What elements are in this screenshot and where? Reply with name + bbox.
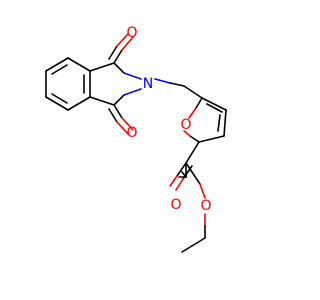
atom-label-o-ester-carbonyl: O	[170, 197, 181, 213]
bond	[116, 121, 129, 135]
bond	[169, 175, 178, 187]
bond	[182, 165, 193, 180]
bond	[199, 183, 206, 199]
bond-inner	[51, 64, 68, 75]
bond	[189, 135, 200, 143]
bond	[154, 78, 171, 84]
bond	[188, 107, 197, 119]
bond	[169, 82, 185, 87]
molecule-structure: O N O O O O	[45, 25, 227, 253]
bond	[183, 85, 203, 99]
bond-inner	[51, 93, 68, 104]
atom-labels: O N O O O O	[126, 25, 211, 214]
atom-label-o-ester: O	[200, 198, 211, 214]
bond	[121, 36, 134, 51]
bond	[185, 141, 200, 164]
bond	[67, 57, 91, 72]
bond-inner	[206, 103, 223, 113]
bond	[175, 178, 184, 191]
bond	[116, 33, 129, 47]
bond	[176, 162, 187, 177]
bond	[183, 130, 191, 137]
bond	[123, 72, 142, 80]
bond	[45, 57, 69, 72]
molecule-canvas: O N O O O O	[45, 25, 227, 253]
bond	[89, 96, 115, 106]
bond	[123, 88, 142, 96]
bond	[45, 96, 69, 111]
bond	[113, 104, 123, 119]
bond	[113, 62, 125, 74]
bond	[121, 117, 134, 131]
imide-ring	[89, 62, 142, 106]
bond	[108, 45, 118, 60]
bond	[113, 94, 125, 106]
atom-label-n: N	[143, 76, 153, 92]
bond	[198, 135, 225, 143]
methylene-linker	[154, 78, 203, 99]
furan-ring	[183, 97, 227, 143]
bond	[67, 96, 91, 111]
atom-label-o-top: O	[126, 25, 137, 41]
bond-inner	[217, 114, 221, 132]
benzene-ring	[45, 57, 91, 111]
atom-label-o-bottom: O	[126, 125, 137, 141]
bond	[108, 108, 118, 123]
bond	[185, 162, 201, 185]
bond	[201, 97, 227, 111]
imide-carbonyls	[108, 33, 134, 135]
atom-label-o-furan: O	[180, 117, 191, 133]
bond	[195, 97, 203, 109]
bond	[181, 237, 206, 253]
bond	[89, 62, 115, 72]
bond	[223, 109, 227, 137]
ester-group	[169, 141, 206, 253]
bond	[113, 49, 123, 64]
